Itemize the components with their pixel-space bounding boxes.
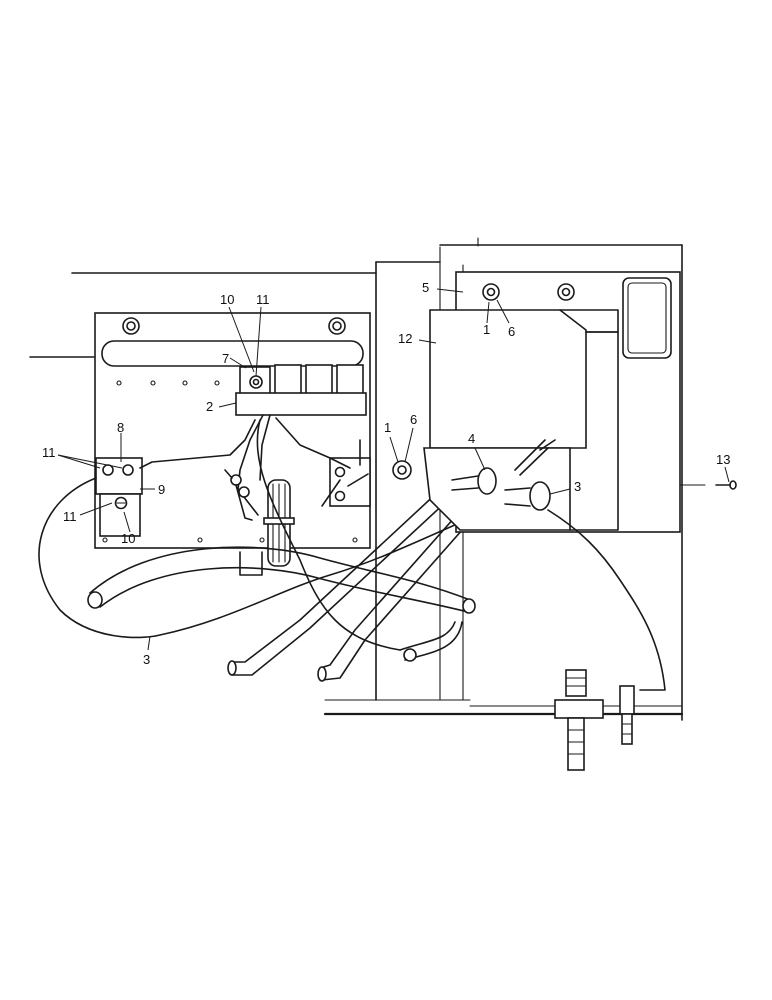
callout-11-low: 11 (63, 509, 77, 524)
callout-2: 2 (206, 399, 213, 414)
callout-11-left: 11 (42, 445, 56, 460)
callout-7: 7 (222, 351, 229, 366)
callout-3-right: 3 (574, 479, 581, 494)
callout-10-low: 10 (121, 531, 135, 546)
callouts: 10 11 7 2 8 11 9 11 10 3 5 12 1 6 1 6 4 … (42, 280, 730, 667)
callout-11-top: 11 (256, 292, 270, 307)
cable-run (227, 489, 479, 682)
callout-9: 9 (158, 482, 165, 497)
battery-wire (547, 509, 666, 691)
callout-5: 5 (422, 280, 429, 295)
terminal-clamp-right (321, 439, 371, 507)
callout-10-top: 10 (220, 292, 234, 307)
callout-6-mid: 6 (410, 412, 417, 427)
callout-1-top: 1 (483, 322, 490, 337)
callout-12: 12 (398, 331, 412, 346)
callout-3-left: 3 (143, 652, 150, 667)
harness-bundle (224, 414, 351, 567)
connectors (451, 439, 556, 511)
terminal-posts (554, 669, 635, 771)
relay-block (235, 364, 367, 416)
callout-1-mid: 1 (384, 420, 391, 435)
leader-lines (57, 288, 730, 651)
screw-13 (715, 480, 737, 490)
callout-4: 4 (468, 431, 475, 446)
mounting-plate (94, 312, 371, 549)
callout-6-top: 6 (508, 324, 515, 339)
wire-loop (38, 419, 501, 651)
housing-right (392, 271, 681, 533)
callout-13: 13 (716, 452, 730, 467)
hoses (87, 546, 476, 614)
callout-8: 8 (117, 420, 124, 435)
